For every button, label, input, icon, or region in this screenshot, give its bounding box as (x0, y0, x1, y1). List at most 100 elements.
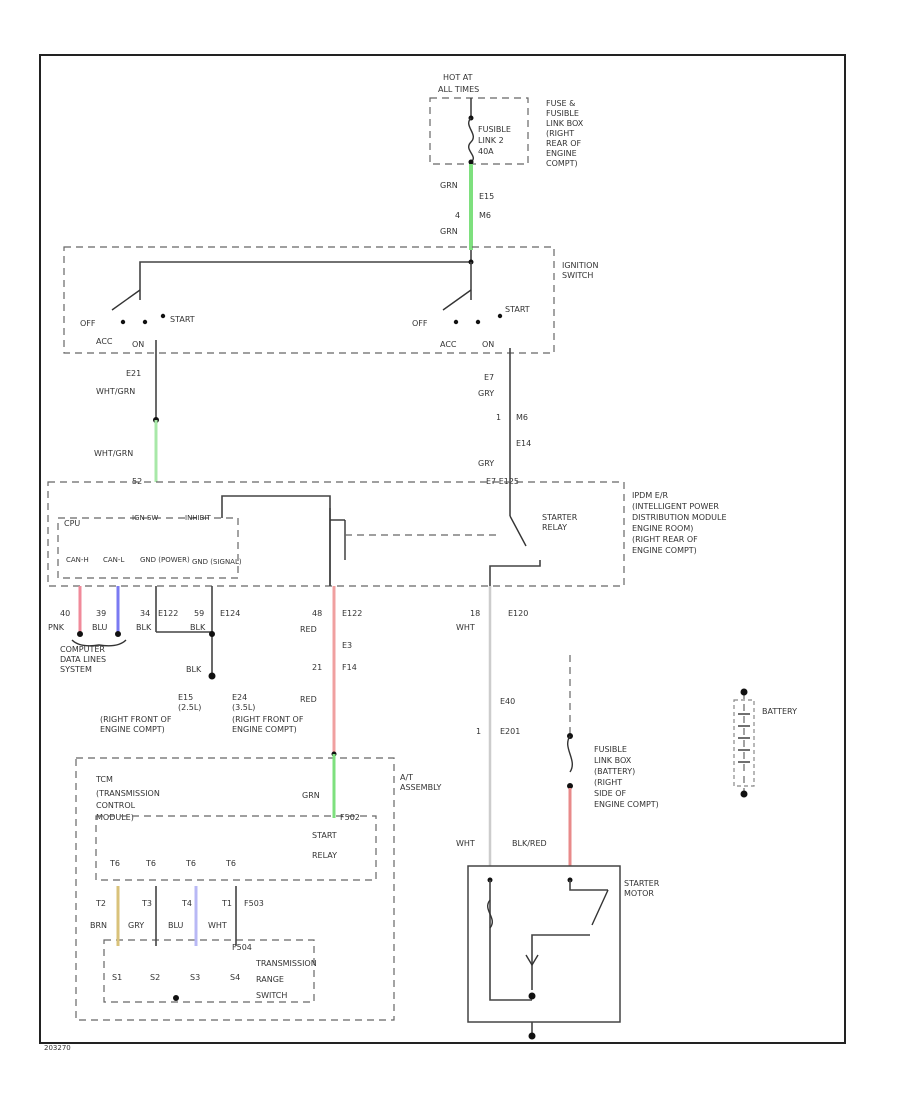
label-wire_labels-m6: M6 (479, 211, 491, 220)
label-wire_labels-m6_2: M6 (516, 413, 528, 422)
label-components-starter_relay-lines-1: RELAY (542, 523, 567, 532)
label-wire_labels-pin48: 48 (312, 609, 322, 618)
label-wire_labels-e7: E7 (484, 373, 494, 382)
label-components-ground_e24-lines-2: (RIGHT FRONT OF (232, 715, 304, 724)
label-wire_labels-wht: WHT (456, 623, 475, 632)
label-wire_labels-pin34: 34 (140, 609, 150, 618)
label-wire_labels-e21: E21 (126, 369, 141, 378)
starter-motor: STARTER MOTOR (467, 865, 660, 1040)
label-components-ground_e24-lines-0: E24 (232, 693, 247, 702)
label-components-cpu-label: CPU (64, 519, 80, 528)
label-wire_labels-e120: E120 (508, 609, 528, 618)
label-cpu_pins-gnd_power: GND (POWER) (140, 556, 190, 564)
label-cpu_pins-can_h: CAN-H (66, 556, 89, 564)
label-wire_labels-grn_2: GRN (440, 227, 458, 236)
label-components-fusible_link_battery-lines-1: LINK BOX (594, 756, 632, 765)
label-wire_labels-t1: T1 (221, 899, 232, 908)
label-wire_labels-wht_grn_1: WHT/GRN (96, 387, 135, 396)
label-wire_labels-s1: S1 (112, 973, 122, 982)
label-switch_labels-start: START (170, 315, 195, 324)
label-wire_labels-pin21: 21 (312, 663, 322, 672)
label-components-starter_relay-lines-0: STARTER (542, 513, 578, 522)
label-wire_labels-e7_e125: E7 E125 (486, 477, 519, 486)
label-wire_labels-grn_top: GRN (440, 181, 458, 190)
label-components-ground_e24-lines-3: ENGINE COMPT) (232, 725, 297, 734)
label-components-ipdm-lines-2: DISTRIBUTION MODULE (632, 513, 727, 522)
label-wire_labels-e122b: E122 (342, 609, 362, 618)
label-components-hot_at_all_times-lines-1: ALL TIMES (438, 85, 479, 94)
label-wire_labels-blu_s: BLU (168, 921, 184, 930)
label-components-computer_data_lines-lines-1: DATA LINES (60, 655, 106, 664)
label-wire_labels-t3: T3 (141, 899, 152, 908)
diagram-frame (39, 54, 846, 1044)
label-components-fuse_box-lines-4: REAR OF (546, 139, 581, 148)
label-components-fuse_box-lines-1: FUSIBLE (546, 109, 579, 118)
label-components-range_switch-lines-1: RANGE (256, 975, 284, 984)
label-components-ground_e15-lines-0: E15 (178, 693, 193, 702)
label-switch_labels-acc: ACC (96, 337, 113, 346)
label-wire_labels-f504: F504 (232, 943, 252, 952)
label-components-range_switch-lines-2: SWITCH (256, 991, 287, 1000)
label-wire_labels-pin18: 18 (470, 609, 480, 618)
label-wire_labels-wht_grn_2: WHT/GRN (94, 449, 133, 458)
label-components-start_relay-lines-1: RELAY (312, 851, 337, 860)
label-components-fusible_link-lines-1: LINK 2 (478, 136, 504, 145)
label-components-ignition_switch-lines-1: SWITCH (562, 271, 593, 280)
label-components-ground_e15-lines-3: ENGINE COMPT) (100, 725, 165, 734)
at-assembly: A/T ASSEMBLY TCM (TRANSMISSION CONTROL M… (75, 757, 441, 1021)
label-wire_labels-f503: F503 (244, 899, 264, 908)
label-components-ipdm-lines-0: IPDM E/R (632, 491, 669, 500)
label-wire_labels-pin1: 1 (476, 727, 481, 736)
label-wire_labels-e14: E14 (516, 439, 531, 448)
label-components-fuse_box-lines-3: (RIGHT (546, 129, 574, 138)
label-wire_labels-e15_pin: E15 (479, 192, 494, 201)
label-wire_labels-e122: E122 (158, 609, 178, 618)
label-wire_labels-t4: T4 (181, 899, 192, 908)
label-wire_labels-s3: S3 (190, 973, 200, 982)
label-switch_labels-acc: ACC (440, 340, 457, 349)
label-wire_labels-pin39: 39 (96, 609, 106, 618)
label-cpu_pins-can_l: CAN-L (103, 556, 124, 564)
fuse-box: HOT AT ALL TIMES FUSE & FUSIBLE LINK BOX… (429, 73, 584, 168)
label-components-hot_at_all_times-lines-0: HOT AT (443, 73, 473, 82)
label-wire_labels-pin40: 40 (60, 609, 70, 618)
label-wire_labels-t6a: T6 (109, 859, 120, 868)
label-wire_labels-t6d: T6 (225, 859, 236, 868)
label-wire_labels-t2: T2 (95, 899, 106, 908)
battery: BATTERY (733, 688, 797, 798)
label-wire_labels-grn_at: GRN (302, 791, 320, 800)
label-wire_labels-pin4: 4 (455, 211, 460, 220)
label-components-fusible_link_battery-lines-5: ENGINE COMPT) (594, 800, 659, 809)
label-components-at_assembly-lines-0: A/T (400, 773, 413, 782)
label-components-range_switch-lines-0: TRANSMISSION (255, 959, 317, 968)
label-wire_labels-t6c: T6 (185, 859, 196, 868)
label-switch_labels-on: ON (132, 340, 144, 349)
label-components-tcm-lines-2: CONTROL (96, 801, 136, 810)
label-components-fuse_box-lines-2: LINK BOX (546, 119, 584, 128)
label-wire_labels-pin59: 59 (194, 609, 204, 618)
label-wire_labels-blk_red: BLK/RED (512, 839, 547, 848)
ignition-switch: IGNITION SWITCH OFF START ACC ON OFF STA… (63, 246, 598, 354)
label-components-at_assembly-lines-1: ASSEMBLY (400, 783, 441, 792)
label-wire_labels-gry_s: GRY (128, 921, 144, 930)
label-cpu_pins-gnd_signal: GND (SIGNAL) (192, 558, 242, 566)
label-components-fusible_link_battery-lines-3: (RIGHT (594, 778, 622, 787)
label-components-fusible_link-lines-0: FUSIBLE (478, 125, 511, 134)
label-components-fusible_link_battery-lines-4: SIDE OF (594, 789, 626, 798)
label-wire_labels-blk: BLK (190, 623, 206, 632)
label-components-ipdm-lines-5: ENGINE COMPT) (632, 546, 697, 555)
label-cpu_pins-ign_sw: IGN SW (132, 514, 158, 522)
label-components-ground_e15-lines-1: (2.5L) (178, 703, 201, 712)
label-wire_labels-pnk: PNK (48, 623, 65, 632)
label-wire_labels-e124: E124 (220, 609, 240, 618)
label-components-fusible_link_battery-lines-0: FUSIBLE (594, 745, 627, 754)
label-wire_labels-f502: F502 (340, 813, 360, 822)
label-wire_labels-e3: E3 (342, 641, 352, 650)
label-components-tcm-lines-3: MODULE) (96, 813, 134, 822)
label-wire_labels-wht_sm: WHT (456, 839, 475, 848)
label-components-battery-label: BATTERY (762, 707, 797, 716)
label-components-start_relay-lines-0: START (312, 831, 337, 840)
label-wire_labels-t6b: T6 (145, 859, 156, 868)
label-wire_labels-gry_2: GRY (478, 459, 494, 468)
label-wire_labels-red_2: RED (300, 695, 317, 704)
